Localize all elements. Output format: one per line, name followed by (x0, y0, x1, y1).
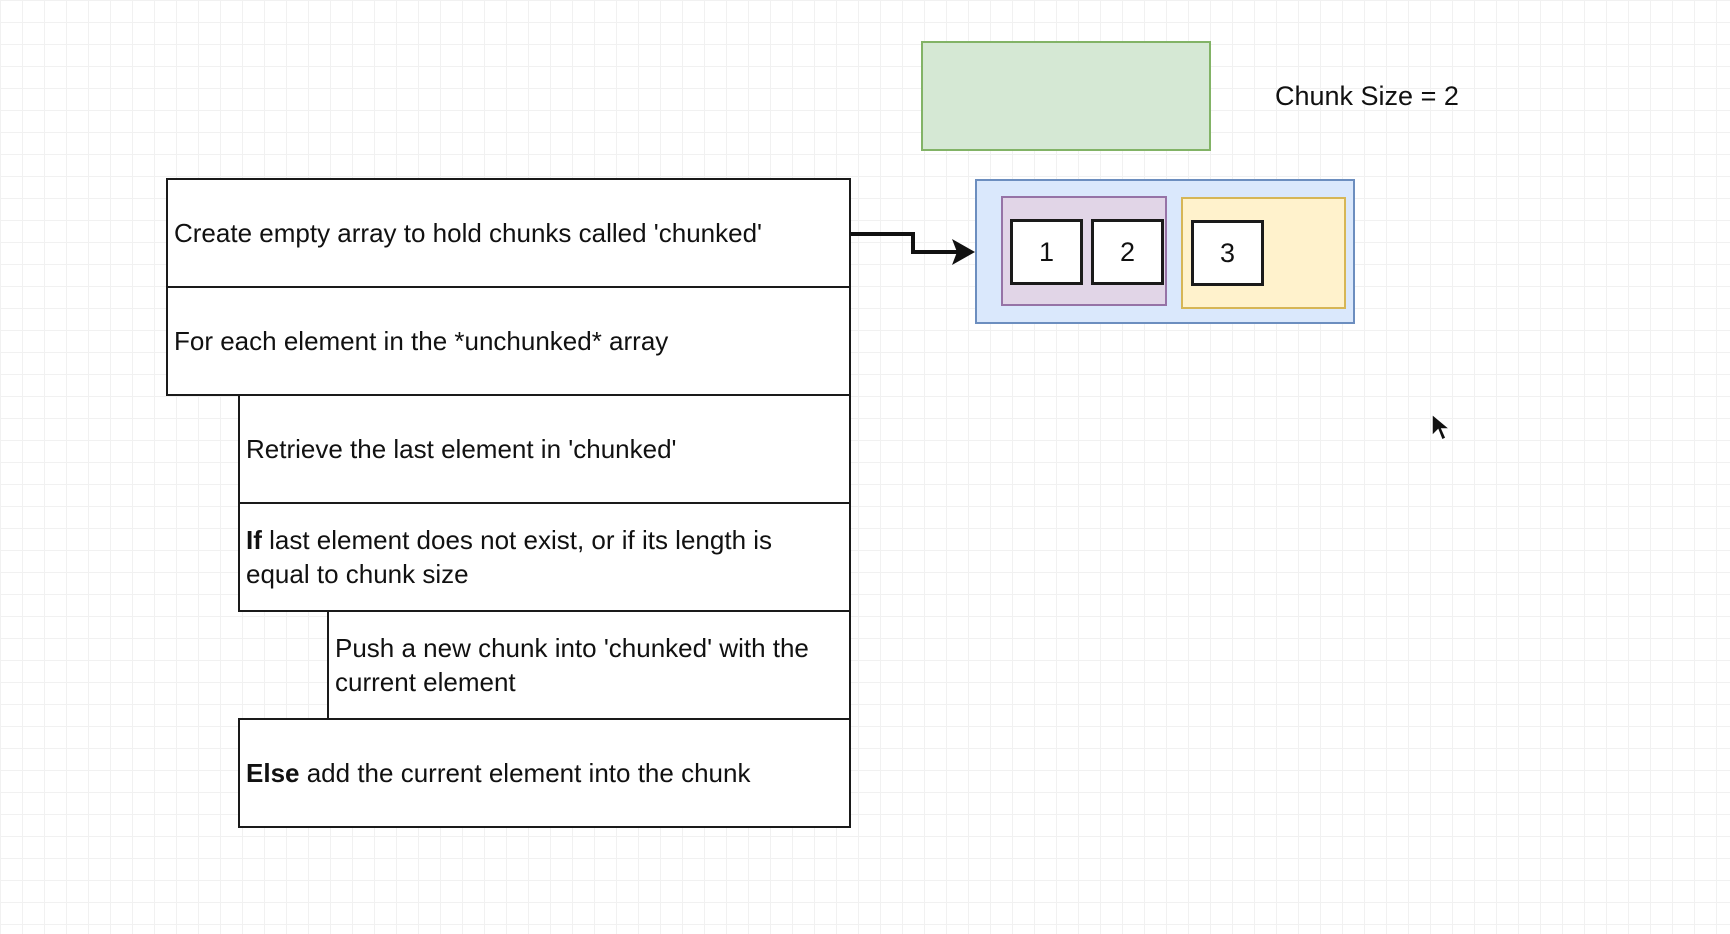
chunk-element: 1 (1010, 219, 1083, 285)
empty-chunk-placeholder (921, 41, 1211, 151)
step-retrieve-text: Retrieve the last element in 'chunked' (246, 434, 677, 464)
chunk-element: 3 (1191, 220, 1264, 286)
chunk-element: 2 (1091, 219, 1164, 285)
else-action-text: add the current element into the chunk (299, 758, 751, 788)
step-push-new-chunk: Push a new chunk into 'chunked' with the… (327, 610, 851, 720)
step-push-text: Push a new chunk into 'chunked' with the… (335, 633, 809, 697)
step-for-each: For each element in the *unchunked* arra… (166, 286, 851, 396)
step-retrieve-last: Retrieve the last element in 'chunked' (238, 394, 851, 504)
step-else-text: Else add the current element into the ch… (246, 756, 750, 790)
if-keyword: If (246, 525, 262, 555)
else-keyword: Else (246, 758, 300, 788)
step-if-text: If last element does not exist, or if it… (246, 523, 841, 591)
step-create-chunked: Create empty array to hold chunks called… (166, 178, 851, 288)
chunk-size-label: Chunk Size = 2 (1275, 81, 1459, 111)
step-create-text: Create empty array to hold chunks called… (174, 218, 763, 248)
mouse-pointer-icon (1431, 412, 1452, 442)
step-else-add: Else add the current element into the ch… (238, 718, 851, 828)
if-condition-text: last element does not exist, or if its l… (246, 525, 773, 589)
step-if-condition: If last element does not exist, or if it… (238, 502, 851, 612)
step-for-each-text: For each element in the *unchunked* arra… (174, 326, 669, 356)
